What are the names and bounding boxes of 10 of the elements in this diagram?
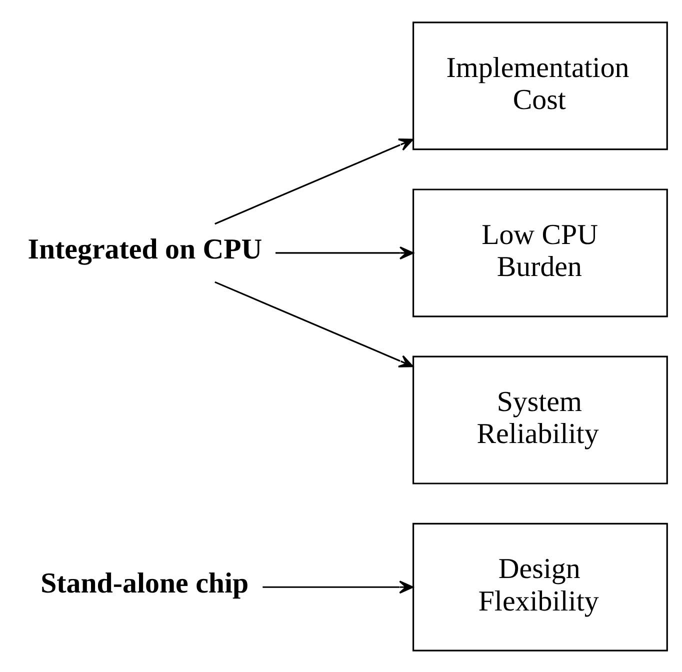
arrow	[214, 138, 414, 224]
node-text: Integrated on CPU	[28, 232, 262, 265]
node-box: Implementation Cost	[412, 21, 668, 150]
arrow	[262, 580, 414, 594]
arrow	[276, 246, 414, 260]
node-text: Stand-alone chip	[40, 567, 249, 600]
node-box: System Reliability	[412, 355, 668, 484]
node-box: Design Flexibility	[412, 522, 668, 651]
arrow	[214, 280, 414, 367]
node-box: Low CPU Burden	[412, 188, 668, 317]
